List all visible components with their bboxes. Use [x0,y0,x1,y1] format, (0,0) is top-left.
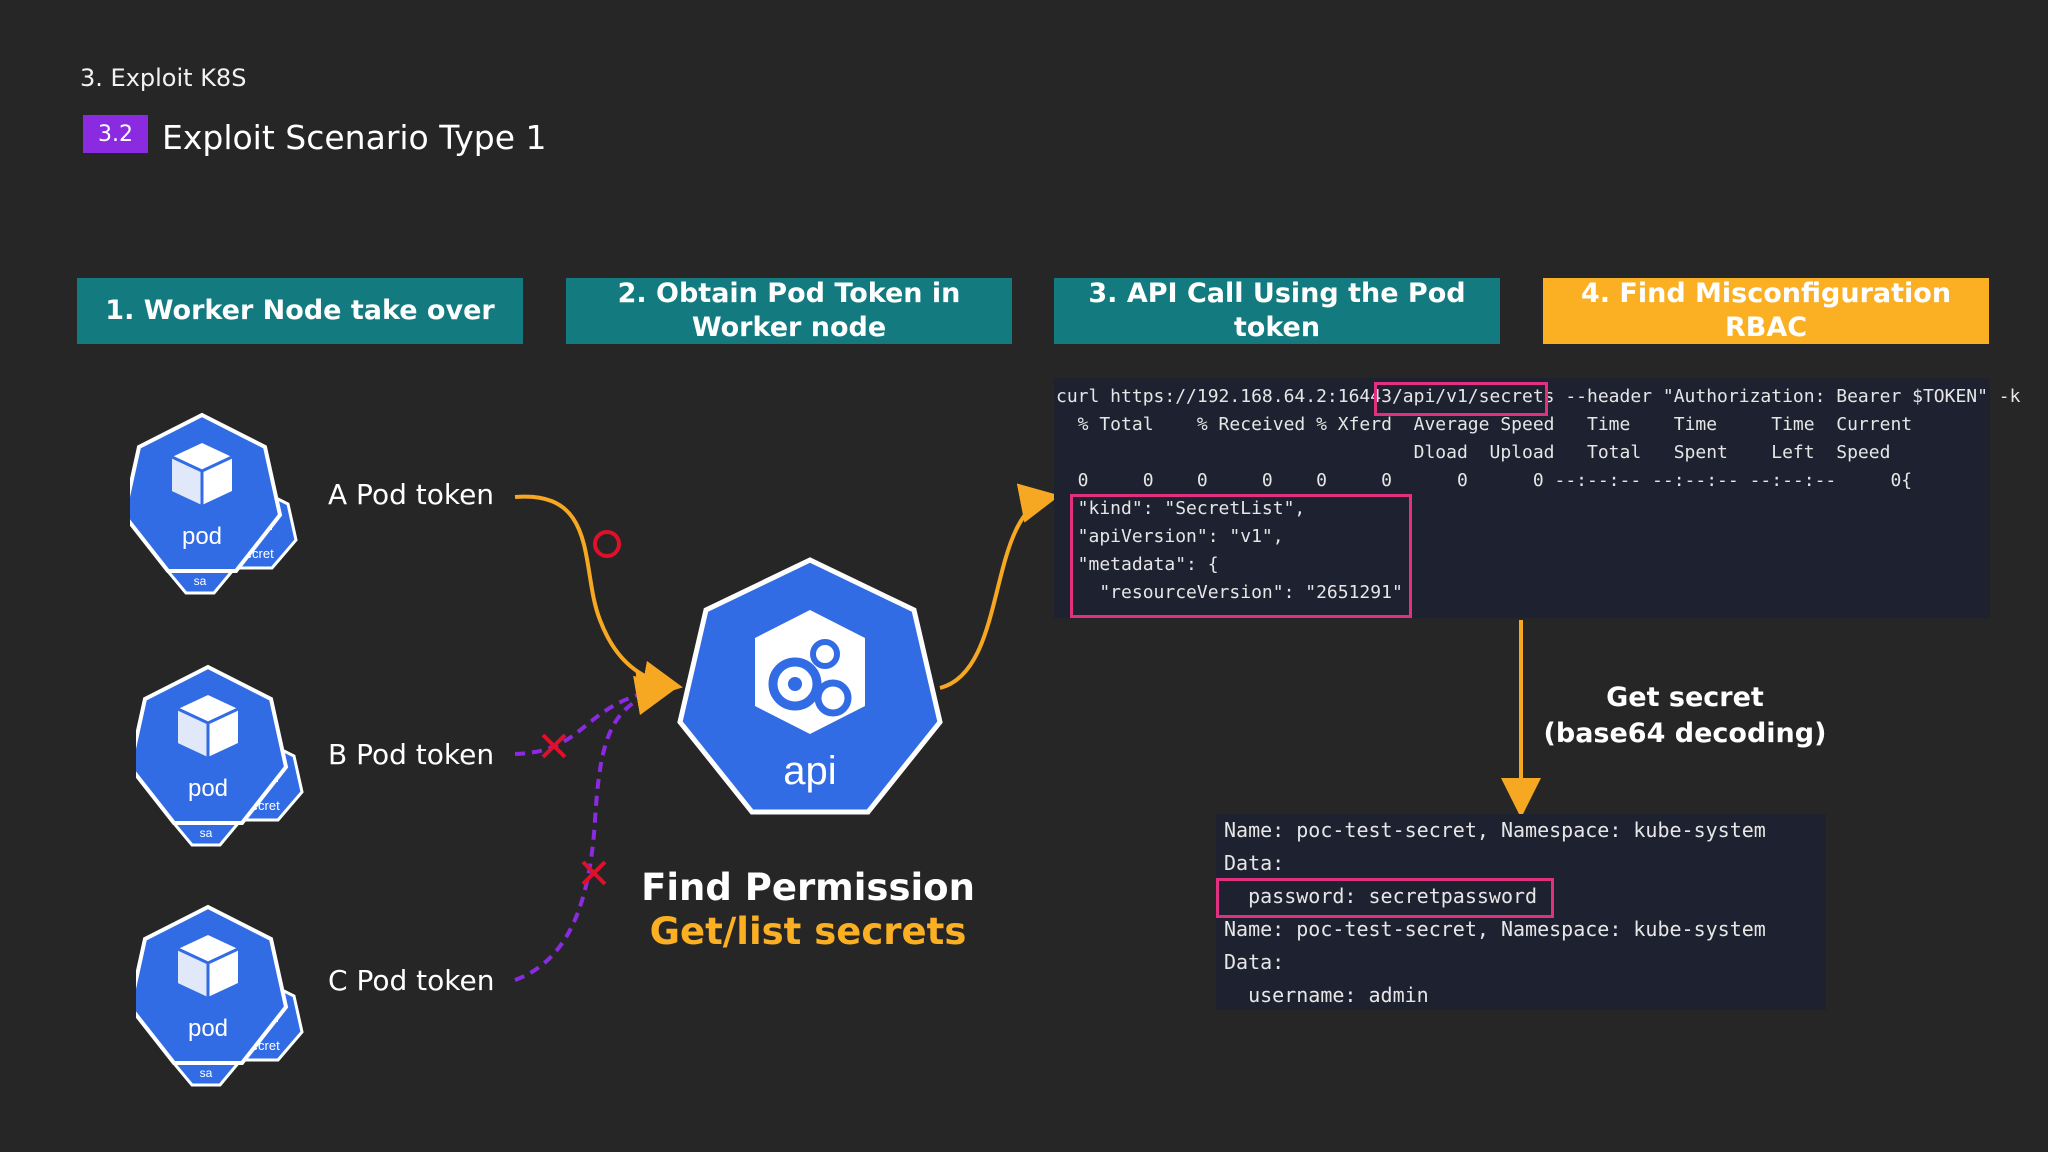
step-4-header: 4. Find Misconfiguration RBAC [1543,278,1989,344]
terminal-line: "apiVersion": "v1", [1056,526,1284,547]
secret-line: password: secretpassword [1224,884,1538,908]
endpoint-highlight [1374,382,1548,416]
curl-terminal: curl https://192.168.64.2:16443/api/v1/s… [1054,378,2021,618]
secret-line: username: admin [1224,983,1429,1007]
terminal-line: % Total % Received % Xferd Average Speed… [1056,414,1913,435]
pod-b-icon-label: pod [188,775,228,802]
step-1-label: 1. Worker Node take over [105,295,495,326]
password-highlight [1216,878,1554,918]
api-server: api [675,556,945,820]
terminal-line: 0 0 0 0 0 0 0 0 --:--:-- --:--:-- --:--:… [1056,470,1913,491]
get-secret-label: Get secret (base64 decoding) [1540,680,1830,752]
pod-a-icon: sa secret pod [121,412,298,595]
terminal-line: Dload Upload Total Spent Left Speed [1056,442,1891,463]
pod-c-token-label: C Pod token [328,964,495,997]
secretlist-highlight [1070,494,1412,618]
page-title: Exploit Scenario Type 1 [162,118,547,157]
step-3-header: 3. API Call Using the Pod token [1054,278,1500,344]
denied-mark-b-icon [541,733,567,759]
secret-output-terminal: Name: poc-test-secret, Namespace: kube-s… [1216,814,1826,1010]
pod-c-sa-label: sa [200,1066,213,1080]
step-4-label: 4. Find Misconfiguration RBAC [1580,278,1952,343]
arrow-pod-c-to-api [514,675,676,982]
pod-b-icon: sa secret pod [127,664,304,847]
section-badge: 3.2 [83,115,148,153]
terminal-line: "metadata": { [1056,554,1219,575]
allowed-mark-icon [593,530,621,558]
pod-c: sa secret pod [127,902,306,1096]
pod-c-icon: sa secret pod [127,904,304,1087]
step-2-header: 2. Obtain Pod Token in Worker node [566,278,1012,344]
secret-line: Name: poc-test-secret, Namespace: kube-s… [1224,917,1766,941]
pod-b: sa secret pod [127,662,306,856]
secret-line: Name: poc-test-secret, Namespace: kube-s… [1224,818,1766,842]
pod-b-sa-label: sa [200,826,213,840]
api-label: api [783,749,836,793]
step-2-label: 2. Obtain Pod Token in Worker node [617,278,961,343]
arrow-api-to-terminal [939,483,1060,690]
get-secret-line1: Get secret [1606,682,1764,713]
pod-a-icon-label: pod [182,523,222,550]
step-1-header: 1. Worker Node take over [77,278,523,344]
pod-c-icon-label: pod [188,1015,228,1042]
step-3-label: 3. API Call Using the Pod token [1088,278,1466,343]
permission-title: Find Permission [641,866,975,909]
terminal-line: curl https://192.168.64.2:16443/api/v1/s… [1056,386,2021,407]
permission-subtitle: Get/list secrets [649,910,967,953]
secret-line: Data: [1224,851,1285,875]
pod-a-token-label: A Pod token [328,478,495,511]
terminal-line: "kind": "SecretList", [1056,498,1306,519]
pod-a-sa-label: sa [194,574,207,588]
secret-line: Data: [1224,950,1285,974]
section-label: 3. Exploit K8S [80,64,247,92]
get-secret-line2: (base64 decoding) [1543,718,1827,749]
pod-b-token-label: B Pod token [328,738,495,771]
pod-a: sa secret pod [121,410,300,604]
api-server-icon: api [677,557,943,815]
denied-mark-c-icon [581,860,607,886]
terminal-line: "resourceVersion": "2651291" [1056,582,1403,603]
arrow-pod-a-to-api [514,494,683,701]
